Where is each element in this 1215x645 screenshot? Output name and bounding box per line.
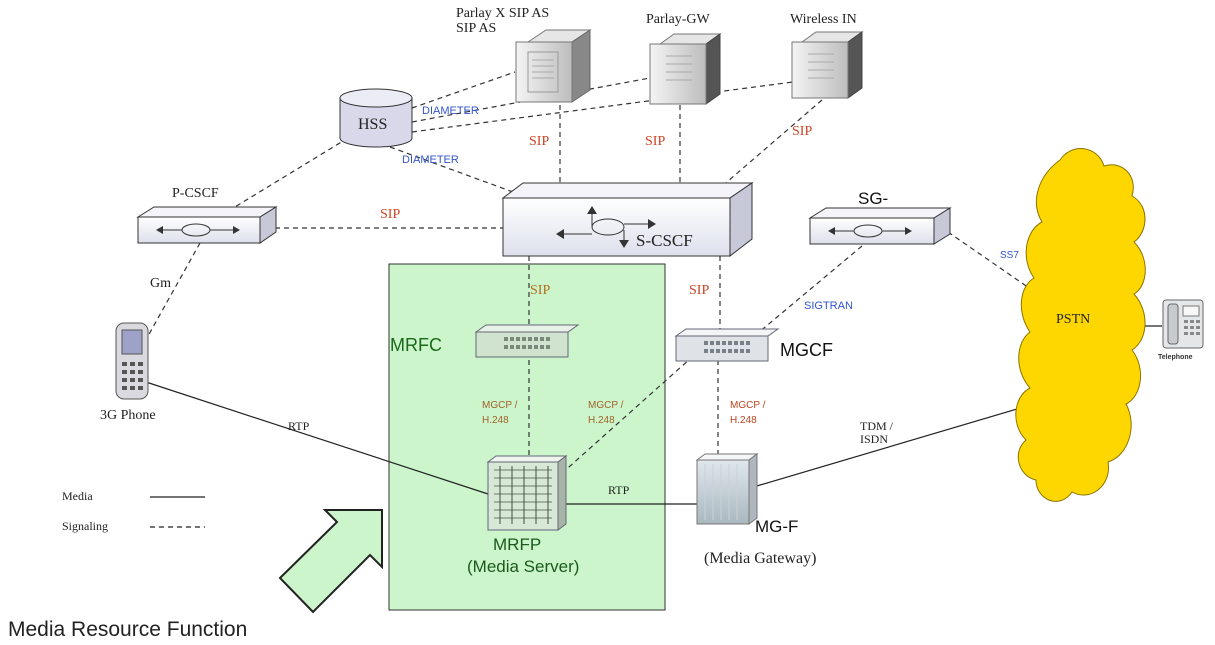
diagram-caption: Media Resource Function bbox=[8, 618, 248, 641]
diameter-label-1: DIAMETER bbox=[422, 105, 479, 117]
rtp-phone-label: RTP bbox=[288, 419, 310, 433]
sip-gw-label: SIP bbox=[645, 134, 666, 149]
mgcp-label-1: MGCP / H.248 bbox=[482, 400, 518, 426]
link-sg-mgcf bbox=[757, 245, 863, 334]
sigtran-label: SIGTRAN bbox=[804, 300, 853, 312]
link-hss-scscf bbox=[389, 146, 514, 193]
pstn-cloud bbox=[1015, 148, 1146, 502]
sip-mgcf-label: SIP bbox=[689, 283, 710, 298]
3g-phone-device bbox=[115, 322, 149, 400]
pstn-label: PSTN bbox=[1056, 312, 1091, 327]
wireless-in-label: Wireless IN bbox=[790, 12, 857, 27]
hss-database bbox=[339, 88, 413, 148]
link-mgcf-mrfp bbox=[559, 349, 701, 476]
legend-media-label: Media bbox=[62, 489, 93, 503]
sip-pcscf-label: SIP bbox=[380, 207, 401, 222]
mrf-area bbox=[388, 263, 666, 611]
telephone-device bbox=[1162, 299, 1204, 349]
3g-phone-label: 3G Phone bbox=[100, 408, 156, 423]
parlay-x-label: Parlay X SIP AS SIP AS bbox=[456, 6, 550, 37]
wireless-in-server bbox=[791, 31, 864, 99]
mgcp-label-2: MGCP / H.248 bbox=[588, 400, 624, 426]
hss-label: HSS bbox=[358, 116, 388, 133]
link-wireless-in-scscf bbox=[719, 99, 823, 189]
mgf-label: MG-F bbox=[755, 517, 799, 536]
signaling-links bbox=[147, 71, 1033, 476]
sip-in-label: SIP bbox=[792, 124, 813, 139]
sg-label: SG- bbox=[858, 189, 889, 208]
mrfc-label: MRFC bbox=[390, 335, 442, 355]
parlay-x-server bbox=[515, 29, 592, 103]
mgcf-label: MGCF bbox=[780, 340, 833, 360]
mrfp-server bbox=[486, 455, 568, 531]
link-sg-pstn bbox=[947, 231, 1033, 291]
tdm-isdn-label: TDM / ISDN bbox=[860, 419, 893, 447]
mrfp-label: MRFP bbox=[493, 535, 542, 554]
link-mgf-pstn bbox=[749, 403, 1035, 489]
telephone-label: Telephone bbox=[1158, 354, 1193, 361]
s-cscf-label: S-CSCF bbox=[636, 231, 693, 250]
mgf-server bbox=[695, 453, 759, 525]
p-cscf-box bbox=[136, 206, 278, 244]
mgcf-server bbox=[674, 328, 780, 362]
legend-signaling-label: Signaling bbox=[62, 519, 109, 533]
s-cscf-box bbox=[501, 182, 754, 258]
mgcp-label-3: MGCP / H.248 bbox=[730, 400, 766, 426]
gm-label: Gm bbox=[150, 276, 171, 291]
sip-mrfc-label: SIP bbox=[530, 283, 551, 298]
link-hss-parlay-x bbox=[411, 71, 516, 109]
mrfc-server bbox=[474, 324, 580, 358]
sip-as-label: SIP bbox=[529, 134, 550, 149]
diameter-label-2: DIAMETER bbox=[402, 154, 459, 166]
mrfp-sublabel: (Media Server) bbox=[467, 557, 580, 576]
mgf-sublabel: (Media Gateway) bbox=[704, 550, 817, 567]
sg-box bbox=[808, 207, 952, 245]
rtp-mg-label: RTP bbox=[608, 483, 630, 497]
p-cscf-label: P-CSCF bbox=[172, 186, 219, 201]
mrf-pointer-arrow bbox=[278, 509, 383, 614]
ss7-label: SS7 bbox=[1000, 250, 1019, 261]
link-hss-pcscf bbox=[229, 137, 349, 211]
link-hss-wireless-in bbox=[411, 79, 809, 133]
link-phone-mrfp bbox=[145, 381, 489, 495]
parlay-gw-server bbox=[649, 33, 722, 105]
parlay-gw-label: Parlay-GW bbox=[646, 12, 710, 27]
